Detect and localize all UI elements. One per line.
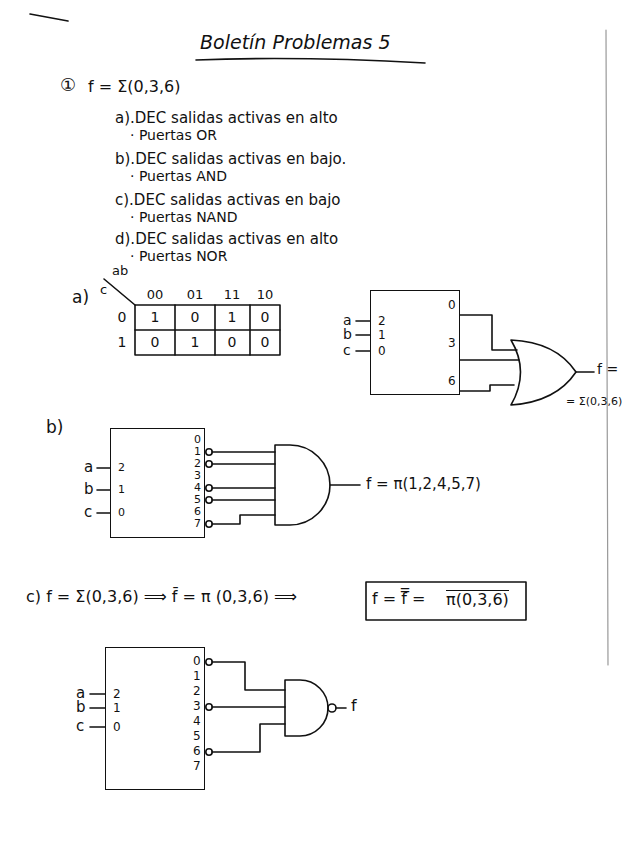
statement: · Puertas NAND: [130, 209, 237, 225]
output-pin: 0: [448, 299, 456, 313]
output-pin: 3: [194, 470, 201, 483]
kmap-row: 1: [118, 334, 127, 350]
input-pin: 1: [118, 484, 125, 497]
kmap-cell: 1: [191, 334, 200, 350]
result: π(0,3,6): [446, 590, 509, 609]
input-name: b: [84, 481, 94, 498]
nand-gate: [285, 680, 328, 736]
decoder-box: 21001234567: [110, 428, 205, 538]
output-pin: 1: [193, 670, 201, 684]
output-name: f: [351, 697, 357, 715]
input-pin: 2: [113, 688, 121, 702]
circuit-a-wires: [356, 315, 594, 405]
output-expression: = Σ(0,3,6): [566, 396, 622, 409]
output-pin: 2: [194, 458, 201, 471]
input-name: c: [76, 718, 84, 735]
input-pin: 0: [378, 345, 386, 359]
kmap-cell: 0: [151, 334, 160, 350]
output-pin: 3: [193, 700, 201, 714]
output-pin: 5: [194, 494, 201, 507]
circuit-c-wires: [90, 659, 346, 755]
input-pin: 1: [378, 329, 386, 343]
karnaugh-map: [104, 279, 280, 355]
kmap-cell: 1: [151, 309, 160, 325]
statement: · Puertas NOR: [130, 248, 227, 264]
input-pin: 0: [113, 721, 121, 735]
title-underline: [196, 59, 425, 63]
output-pin: 1: [194, 446, 201, 459]
output-pin: 7: [194, 518, 201, 531]
part-label: a): [72, 288, 89, 308]
kmap-header: 01: [187, 288, 204, 303]
output-pin: 0: [193, 655, 201, 669]
output-pin: 5: [193, 730, 201, 744]
item-number: ①: [60, 75, 76, 96]
input-pin: 1: [113, 702, 121, 716]
output-pin: 4: [193, 715, 201, 729]
output-pin: 2: [193, 685, 201, 699]
input-name: a: [343, 312, 352, 328]
derivation: c) f = Σ(0,3,6) ⟹ f̄ = π (0,3,6) ⟹: [26, 588, 297, 606]
input-name: b: [76, 699, 86, 716]
kmap-cell: 0: [261, 334, 270, 350]
kmap-cell: 1: [228, 309, 237, 325]
decoder-box: 21001234567: [105, 647, 205, 790]
statement: a).DEC salidas activas en alto: [115, 110, 338, 127]
output-pin: 7: [193, 760, 201, 774]
output-pin: 0: [194, 434, 201, 447]
kmap-axis: ab: [112, 264, 128, 279]
output-pin: 6: [194, 506, 201, 519]
kmap-row: 0: [118, 309, 127, 325]
result: f = f̿ =: [372, 590, 425, 608]
statement: b).DEC salidas activas en bajo.: [115, 151, 346, 168]
kmap-cell: 0: [191, 309, 200, 325]
part-label: b): [46, 418, 63, 438]
input-name: a: [84, 459, 93, 476]
decoder-box: 21 0 0 3 6: [370, 290, 460, 395]
kmap-cell: 0: [261, 309, 270, 325]
kmap-cell: 0: [228, 334, 237, 350]
kmap-header: 11: [224, 288, 241, 303]
input-pin: 2: [378, 315, 386, 329]
input-name: c: [343, 342, 351, 358]
output-pin: 6: [193, 745, 201, 759]
function-def: f = Σ(0,3,6): [88, 78, 181, 96]
output-pin: 3: [448, 337, 456, 351]
output-pin: 6: [448, 375, 456, 389]
statement: · Puertas AND: [130, 168, 227, 184]
and-gate: [275, 445, 330, 525]
kmap-header: 00: [147, 288, 164, 303]
kmap-axis: c: [100, 283, 107, 298]
page-title: Boletín Problemas 5: [200, 32, 391, 54]
output-expression: f = π(1,2,4,5,7): [366, 476, 481, 493]
result-box: [366, 582, 526, 620]
statement: d).DEC salidas activas en alto: [115, 231, 338, 248]
page-edge: [606, 30, 608, 665]
kmap-header: 10: [257, 288, 274, 303]
pen-mark: [30, 14, 68, 21]
input-pin: 0: [118, 507, 125, 520]
statement: c).DEC salidas activas en bajo: [115, 192, 340, 209]
input-name: b: [343, 326, 352, 342]
circuit-b-wires: [97, 445, 360, 527]
output-pin: 4: [194, 482, 201, 495]
output-name: f =: [597, 361, 618, 377]
statement: · Puertas OR: [130, 127, 217, 143]
input-pin: 2: [118, 462, 125, 475]
input-name: c: [84, 504, 92, 521]
